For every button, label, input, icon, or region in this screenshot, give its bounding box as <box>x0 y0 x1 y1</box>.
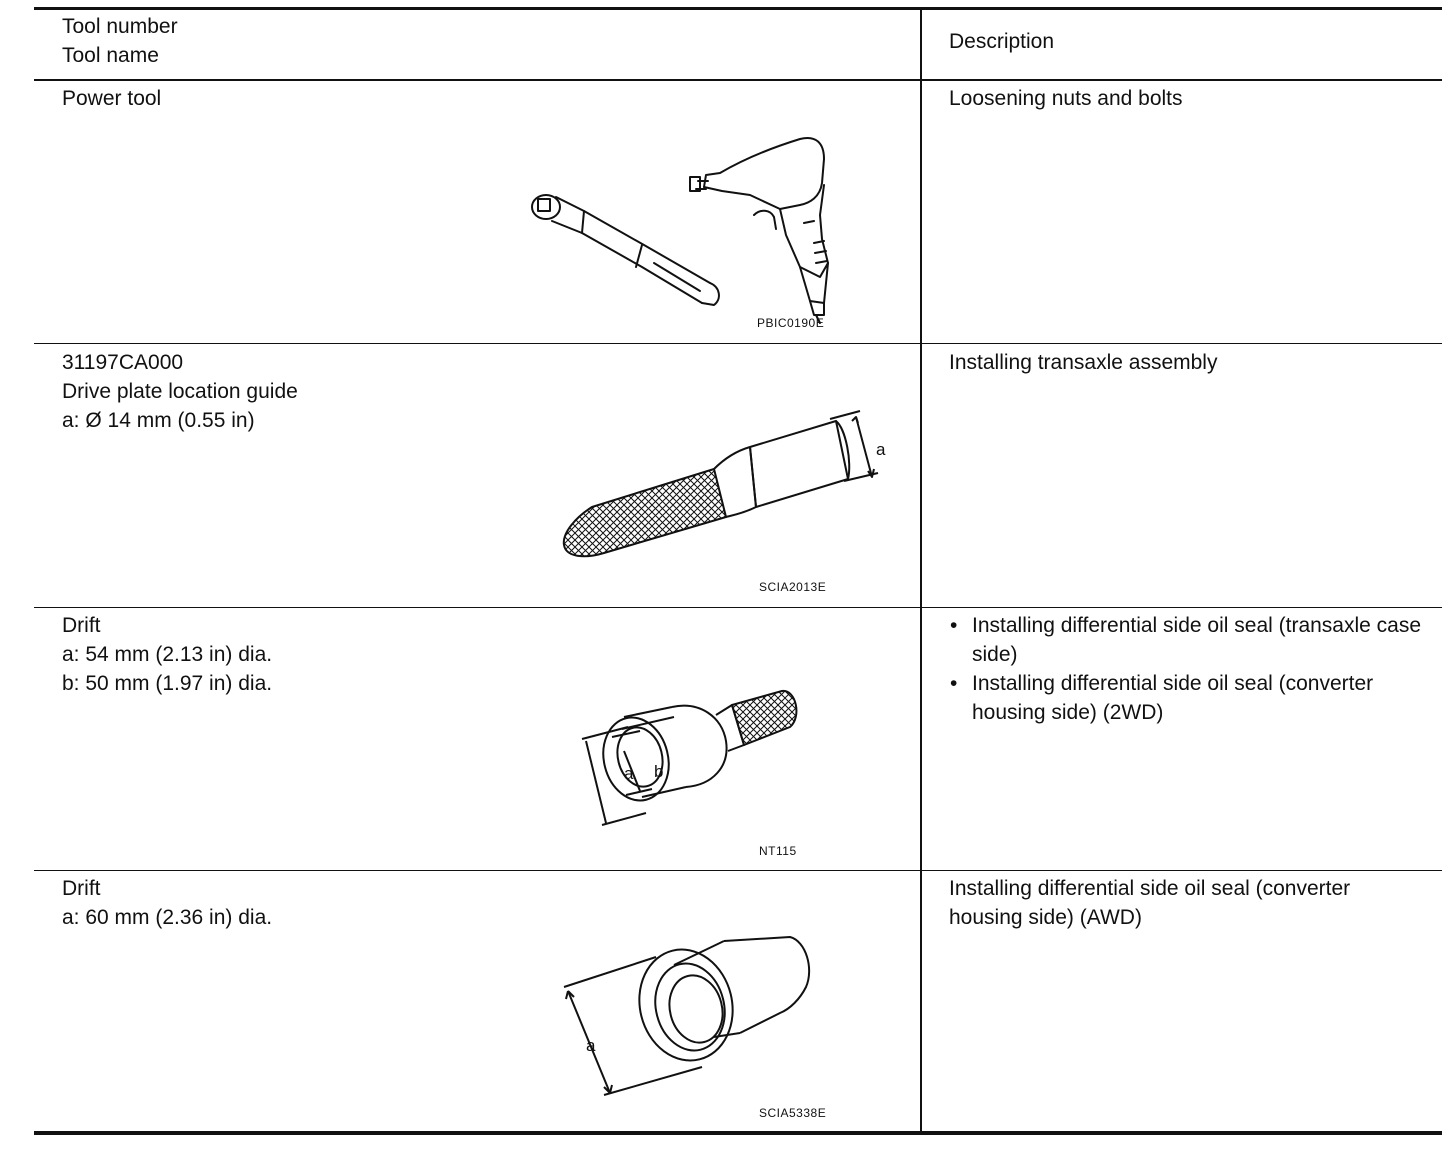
list-item: • Installing differential side oil seal (… <box>948 669 1432 727</box>
figure-label-b: b <box>654 762 663 781</box>
tool-name: Power tool <box>62 87 162 110</box>
table-bottom-rule <box>34 1131 1442 1135</box>
column-divider <box>920 7 922 1134</box>
figure-code: PBIC0190E <box>757 316 825 330</box>
tool-spec-b: b: 50 mm (1.97 in) dia. <box>62 672 273 695</box>
figure-label-a: a <box>586 1036 596 1055</box>
header-divider <box>34 79 1442 81</box>
bullet-icon: • <box>950 614 958 637</box>
row-divider <box>34 870 1442 871</box>
figure-label-a: a <box>876 440 886 459</box>
tool-spec-a: a: Ø 14 mm (0.55 in) <box>62 409 255 432</box>
tool-name: Drift <box>62 877 101 900</box>
table-top-rule <box>34 7 1442 10</box>
bullet-text: Installing differential side oil seal (t… <box>972 614 1422 666</box>
header-tool-number: Tool number <box>62 15 178 38</box>
list-item: • Installing differential side oil seal (… <box>948 611 1432 669</box>
tool-spec-a: a: 54 mm (2.13 in) dia. <box>62 643 273 666</box>
tool-number: 31197CA000 <box>62 351 184 374</box>
figure-label-a: a <box>624 764 634 783</box>
tool-spec-a: a: 60 mm (2.36 in) dia. <box>62 906 273 929</box>
tool-description: Loosening nuts and bolts <box>949 87 1183 110</box>
description-bullets: • Installing differential side oil seal (… <box>948 611 1432 727</box>
figure-code: SCIA5338E <box>759 1106 827 1120</box>
location-guide-icon: a <box>562 410 886 558</box>
tool-description: Installing differential side oil seal (c… <box>949 877 1351 929</box>
bullet-icon: • <box>950 672 958 695</box>
tool-name: Drive plate location guide <box>62 380 298 403</box>
power-tools-icon <box>531 137 829 324</box>
row-divider <box>34 343 1442 344</box>
figure-code: SCIA2013E <box>759 580 827 594</box>
header-tool-name: Tool name <box>62 44 159 67</box>
tool-description: Installing transaxle assembly <box>949 351 1218 374</box>
bullet-text: Installing differential side oil seal (c… <box>972 672 1374 724</box>
drift-icon: a <box>563 936 811 1096</box>
figure-code: NT115 <box>759 844 797 858</box>
row-divider <box>34 607 1442 608</box>
drift-icon: a b <box>581 690 798 826</box>
tool-name: Drift <box>62 614 101 637</box>
header-description: Description <box>949 30 1055 53</box>
